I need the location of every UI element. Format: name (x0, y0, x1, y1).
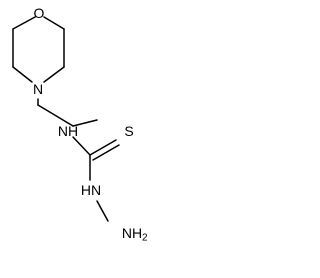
bond-nh-c (72, 136, 91, 156)
terminal-amine-label: NH (122, 225, 142, 241)
bond-c2-n (12, 66, 33, 83)
morpholine-ring (12, 16, 65, 83)
bond-c-s-2 (92, 144, 120, 161)
thiosemicarbazide-group (72, 136, 120, 222)
bond-c4-o (43, 16, 65, 30)
oxygen-atom-label: O (34, 5, 45, 21)
hydrazine-nitrogen-label: HN (81, 182, 101, 198)
bond-c-s-1 (89, 139, 117, 156)
bond-o-c1 (12, 16, 36, 30)
ethyl-linker (37, 98, 98, 127)
chemical-structure: O N NH S HN NH 2 (12, 5, 148, 244)
sulfur-atom-label: S (124, 123, 133, 139)
amide-nitrogen-label: NH (58, 123, 78, 139)
bond-ch2-nh (72, 119, 98, 127)
bond-hn-nh2 (96, 200, 109, 222)
bond-ch2-ch2 (37, 104, 74, 127)
morpholine-nitrogen-label: N (33, 81, 43, 97)
bond-n-c3 (43, 66, 65, 83)
terminal-amine-subscript: 2 (142, 233, 148, 244)
